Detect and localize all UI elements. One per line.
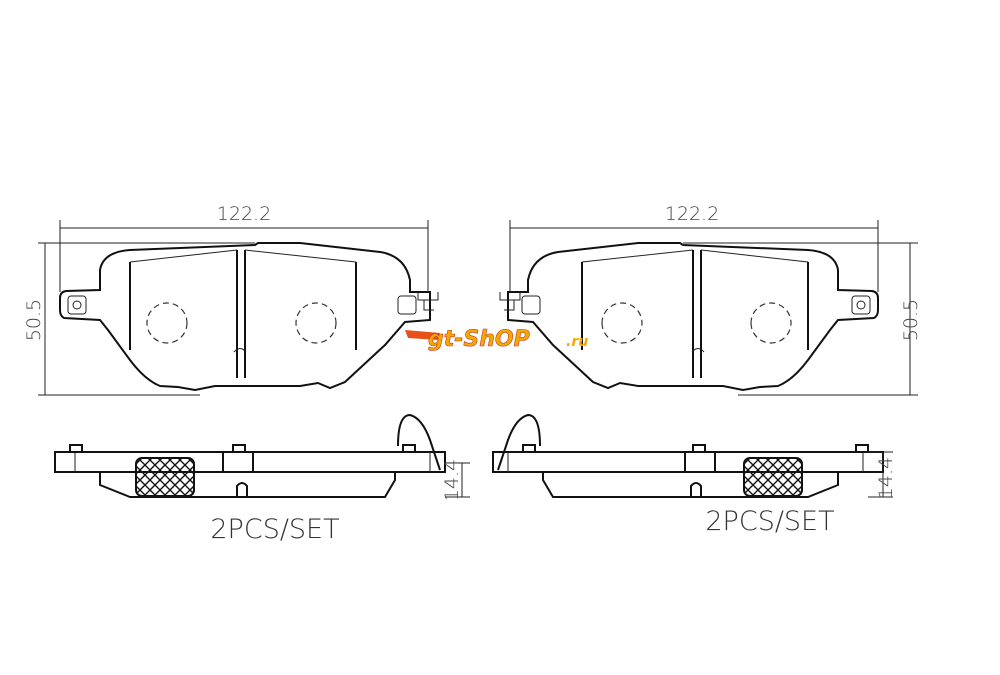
logo-speed-streak <box>405 330 440 340</box>
logo-main-text: gt-ShOP <box>428 327 530 352</box>
left-thickness-dimension: 14.4 <box>441 459 463 501</box>
right-height-dimension: 50.5 <box>900 299 922 341</box>
logo-suffix-text: .ru <box>566 334 588 350</box>
left-quantity-label: 2PCS/SET <box>210 514 339 545</box>
left-dimension-lines <box>38 220 470 498</box>
right-pad-side-view <box>492 414 884 498</box>
right-width-dimension: 122.2 <box>665 203 719 225</box>
right-dimension-lines <box>509 220 918 498</box>
right-quantity-label: 2PCS/SET <box>705 506 834 537</box>
left-width-dimension: 122.2 <box>217 203 271 225</box>
gt-shop-logo: gt-ShOP .ru <box>405 327 588 352</box>
left-pad-side-view <box>54 414 446 498</box>
right-pad-front-view <box>499 242 879 391</box>
right-thickness-dimension: 14.4 <box>875 457 897 499</box>
left-pad-front-view <box>59 242 439 391</box>
left-height-dimension: 50.5 <box>23 299 45 341</box>
